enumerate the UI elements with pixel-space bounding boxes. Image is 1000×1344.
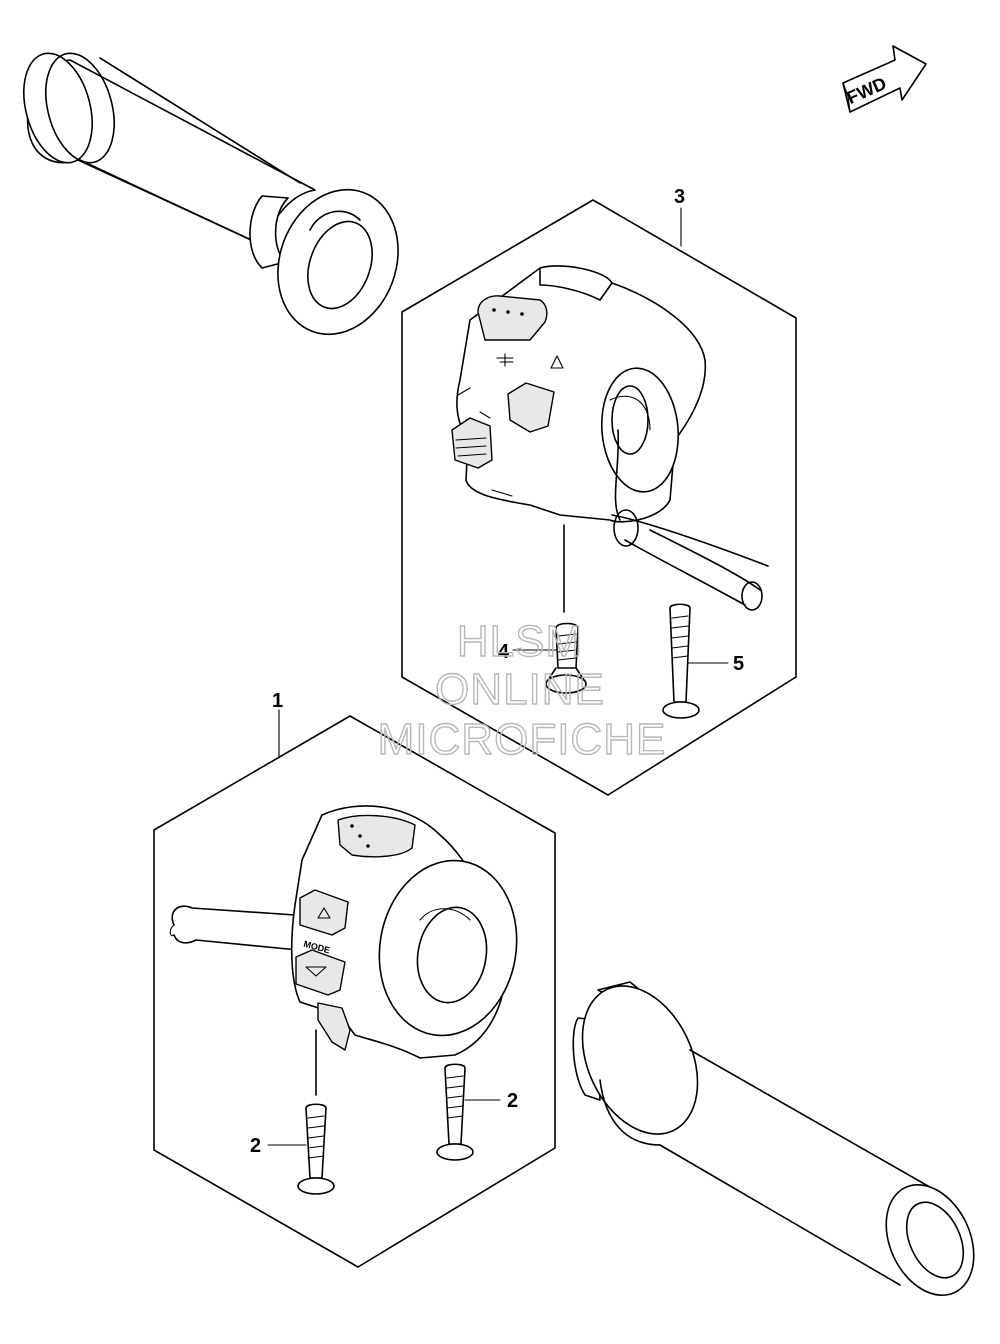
watermark-line-3: MICROFICHE	[378, 715, 667, 764]
fwd-arrow-badge: FWD	[842, 45, 927, 113]
watermark-line-2: ONLINE	[435, 665, 605, 714]
callout-2-right: 2	[507, 1090, 518, 1112]
callout-2-left: 2	[250, 1135, 261, 1157]
assembly-boundary-3	[401, 199, 797, 796]
right-handlebar-switch	[451, 265, 769, 613]
watermark-line-1: HLSM	[457, 617, 583, 666]
screw-2-left	[297, 1103, 335, 1195]
watermark: HLSM ONLINE MICROFICHE	[377, 616, 667, 764]
assembly-boundary-1	[153, 715, 556, 1268]
left-handlebar-switch: MODE	[169, 805, 518, 1096]
throttle-grip	[572, 981, 975, 1297]
callout-1: 1	[272, 690, 283, 712]
screw-2-right	[436, 1063, 474, 1161]
screw-5	[662, 603, 700, 719]
screw-4	[545, 622, 587, 694]
callout-3: 3	[674, 186, 685, 208]
callout-4: 4	[498, 641, 510, 663]
callout-5: 5	[733, 653, 744, 675]
left-handlebar-grip	[23, 52, 399, 336]
